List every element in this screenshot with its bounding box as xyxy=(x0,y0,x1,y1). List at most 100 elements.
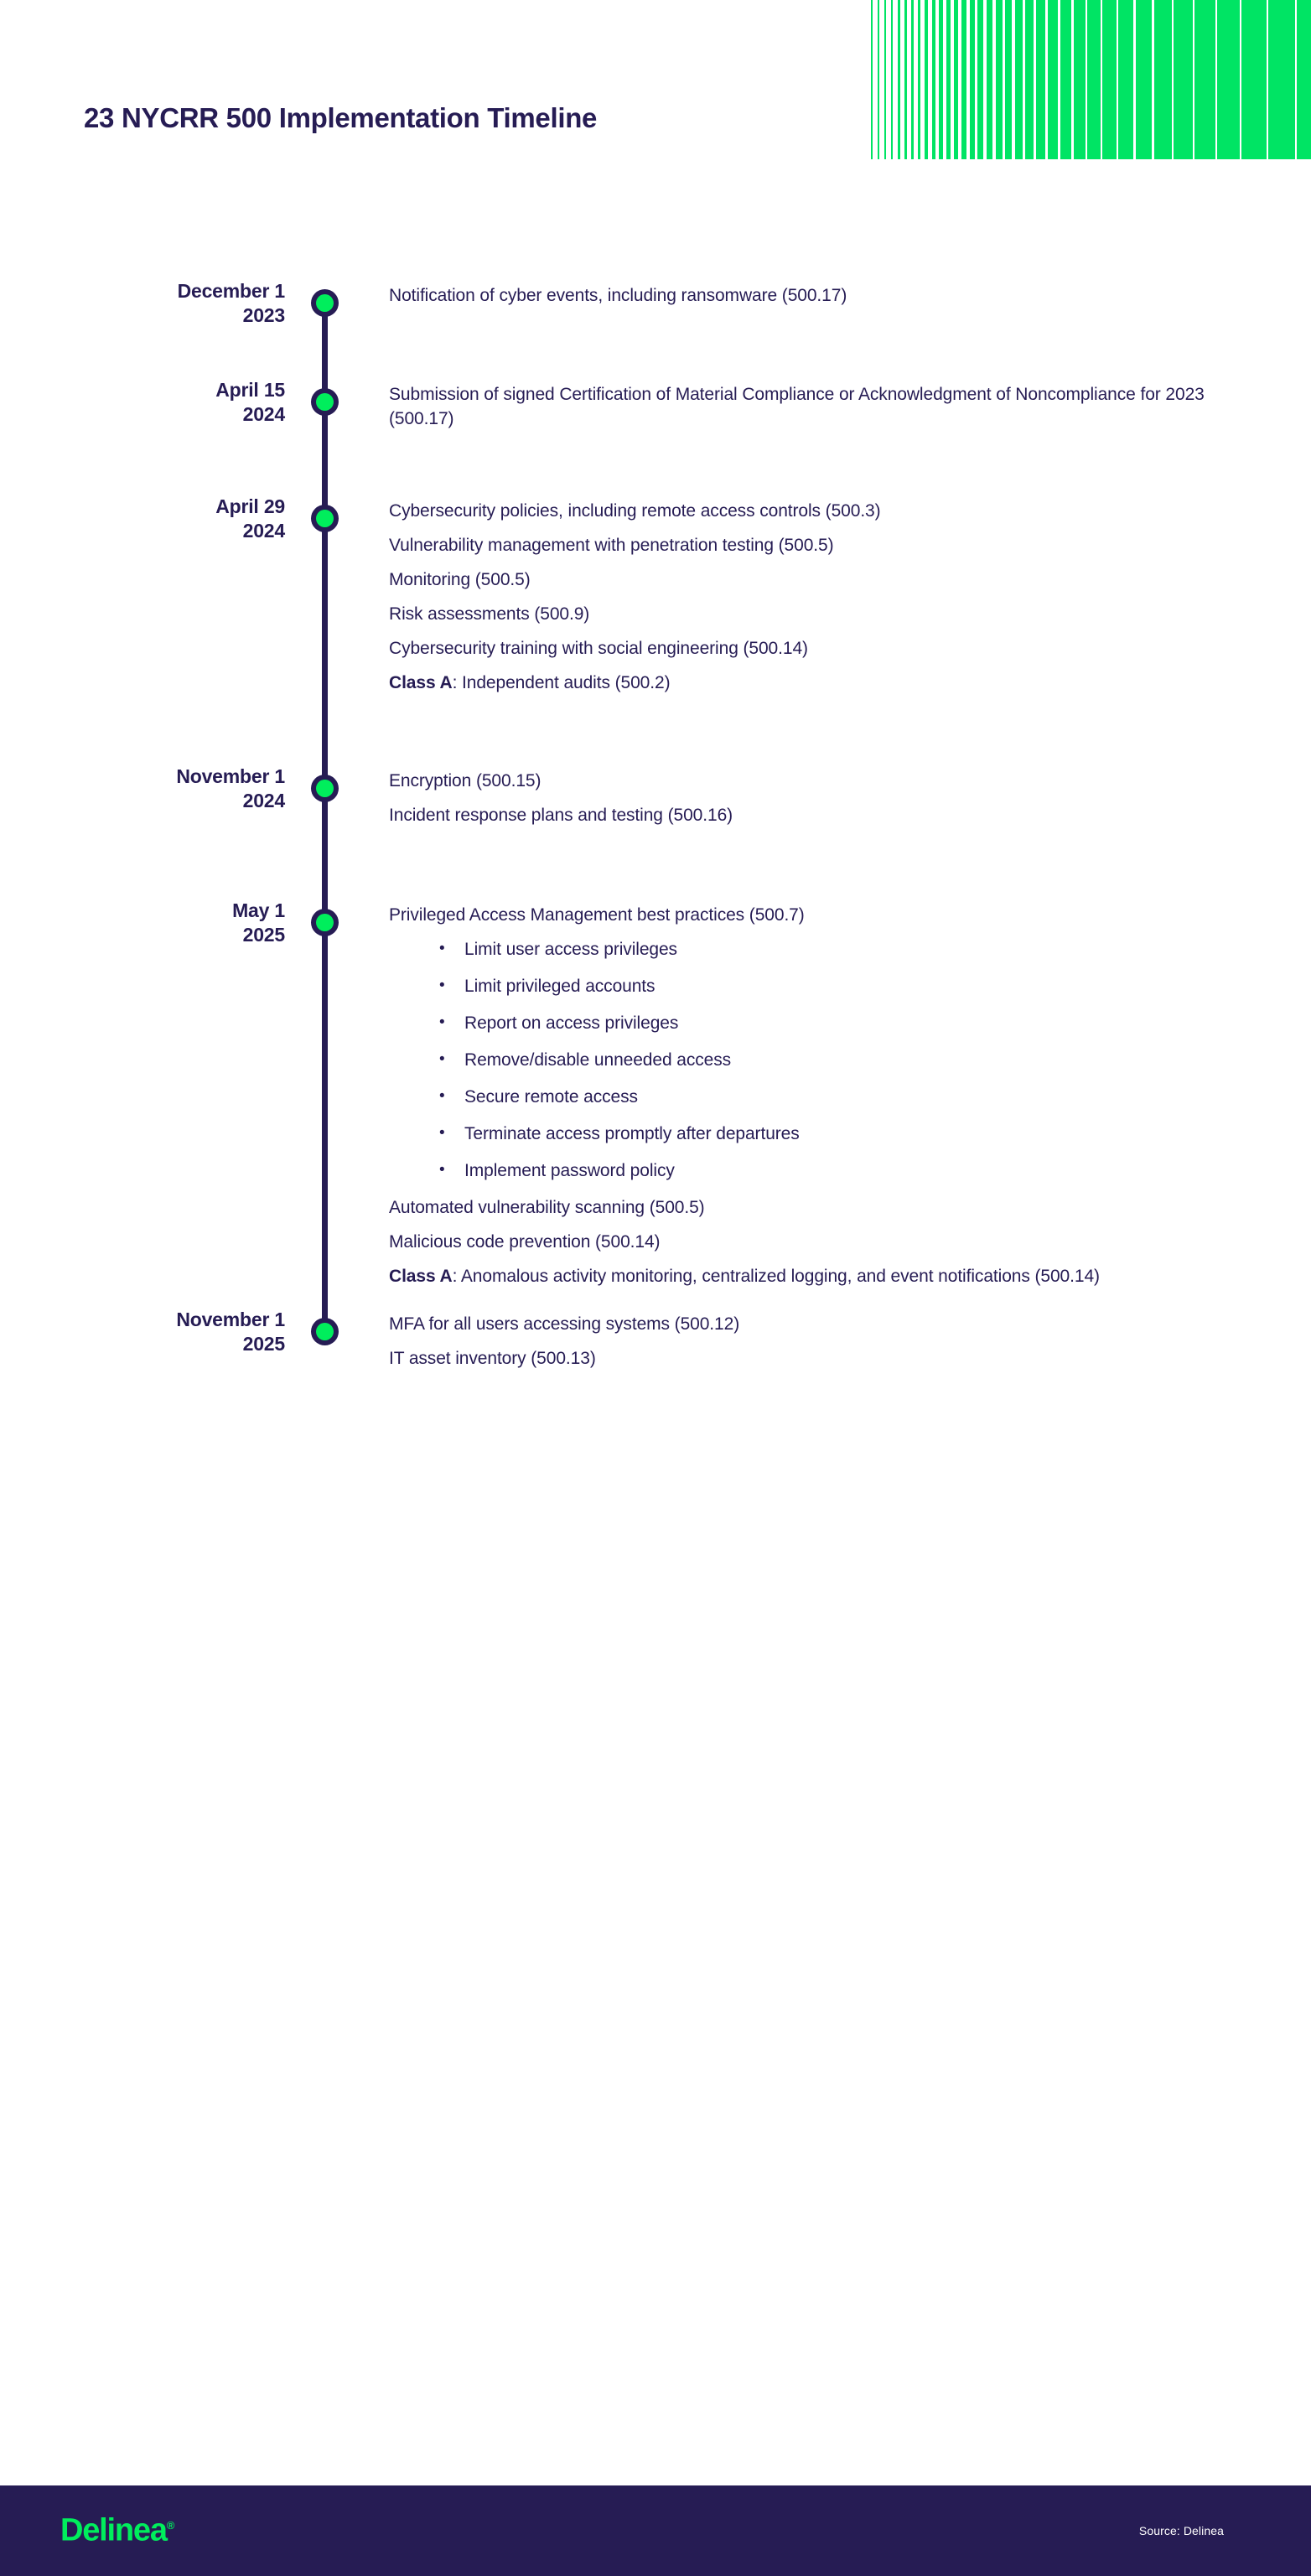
delinea-logo: Delinea® xyxy=(60,2513,174,2549)
header-stripe xyxy=(1025,0,1034,159)
header-stripe xyxy=(1194,0,1216,159)
header-stripe xyxy=(946,0,951,159)
timeline-marker-dot xyxy=(316,393,334,411)
timeline-content: Cybersecurity policies, including remote… xyxy=(389,499,1261,695)
header-stripe xyxy=(1102,0,1117,159)
requirement-text: : Anomalous activity monitoring, central… xyxy=(452,1267,1100,1286)
timeline-requirement: Automated vulnerability scanning (500.5) xyxy=(389,1198,705,1217)
timeline-date-line2: 2024 xyxy=(242,790,286,811)
header-stripe xyxy=(871,0,873,159)
timeline-content: Submission of signed Certification of Ma… xyxy=(389,382,1261,431)
header-stripe xyxy=(925,0,928,159)
timeline-marker-icon xyxy=(311,289,339,317)
timeline-requirement: Incident response plans and testing (500… xyxy=(389,806,733,825)
list-item: Remove/disable unneeded access xyxy=(389,1047,1261,1072)
header-stripe xyxy=(1135,0,1153,159)
page-header: 23 NYCRR 500 Implementation Timeline xyxy=(0,0,1311,159)
header-stripe xyxy=(953,0,959,159)
header-stripe xyxy=(1217,0,1241,159)
timeline-date-line2: 2025 xyxy=(242,1333,286,1355)
timeline-marker-icon xyxy=(311,909,339,936)
header-stripe xyxy=(1014,0,1023,159)
list-item: Limit privileged accounts xyxy=(389,973,1261,998)
timeline-date-line2: 2023 xyxy=(242,304,286,326)
header-stripe xyxy=(890,0,894,159)
timeline-date-line1: November 1 xyxy=(176,765,285,787)
header-stripe-decoration xyxy=(871,0,1311,159)
timeline-marker-icon xyxy=(311,775,339,802)
timeline-requirement: Notification of cyber events, including … xyxy=(389,286,847,305)
list-item: Terminate access promptly after departur… xyxy=(389,1121,1261,1146)
header-stripe xyxy=(1073,0,1086,159)
timeline-date: November 1 2025 xyxy=(0,1308,285,1356)
timeline-requirement: Vulnerability management with penetratio… xyxy=(389,536,834,555)
timeline-content: Encryption (500.15) Incident response pla… xyxy=(389,769,1261,827)
header-stripe xyxy=(1087,0,1101,159)
header-stripe xyxy=(1060,0,1072,159)
timeline-requirement: Submission of signed Certification of Ma… xyxy=(389,385,1205,428)
timeline-requirement: Cybersecurity training with social engin… xyxy=(389,639,808,658)
timeline-requirement: Malicious code prevention (500.14) xyxy=(389,1232,661,1252)
requirement-text: : Independent audits (500.2) xyxy=(452,673,671,692)
timeline-spine xyxy=(322,303,328,1332)
timeline-marker-icon xyxy=(311,388,339,416)
timeline-requirement: Cybersecurity policies, including remote… xyxy=(389,501,881,521)
requirement-class-label: Class A xyxy=(389,1267,453,1286)
timeline-date: April 29 2024 xyxy=(0,495,285,543)
timeline-date-line1: April 15 xyxy=(215,379,285,401)
source-credit: Source: Delinea xyxy=(1138,2524,1224,2537)
timeline-requirement: Risk assessments (500.9) xyxy=(389,604,590,624)
header-stripe xyxy=(961,0,966,159)
header-stripe xyxy=(977,0,984,159)
timeline-marker-icon xyxy=(311,505,339,532)
timeline-date-line1: May 1 xyxy=(232,899,285,921)
timeline-marker-dot xyxy=(316,1323,334,1340)
timeline-content: MFA for all users accessing systems (500… xyxy=(389,1312,1261,1371)
timeline-date-line2: 2025 xyxy=(242,924,286,946)
timeline-marker-dot xyxy=(316,510,334,527)
header-stripe xyxy=(995,0,1003,159)
list-item: Implement password policy xyxy=(389,1158,1261,1183)
header-stripe xyxy=(910,0,915,159)
page-footer: Delinea® Source: Delinea xyxy=(0,2485,1311,2576)
timeline-content: Privileged Access Management best practi… xyxy=(389,903,1261,1288)
list-item: Report on access privileges xyxy=(389,1010,1261,1035)
timeline-bullet-list: Limit user access privilegesLimit privil… xyxy=(389,936,1261,1183)
timeline-requirement: MFA for all users accessing systems (500… xyxy=(389,1314,740,1334)
header-stripe xyxy=(1048,0,1059,159)
header-stripe xyxy=(1036,0,1046,159)
timeline-date-line2: 2024 xyxy=(242,520,286,542)
timeline-date-line2: 2024 xyxy=(242,403,286,425)
timeline-date: November 1 2024 xyxy=(0,765,285,813)
header-stripe xyxy=(1004,0,1013,159)
page-title: 23 NYCRR 500 Implementation Timeline xyxy=(84,102,598,133)
registered-trademark-icon: ® xyxy=(166,2518,175,2532)
header-stripe xyxy=(1173,0,1194,159)
header-stripe xyxy=(1267,0,1295,159)
header-stripe xyxy=(1153,0,1172,159)
timeline-requirement: Privileged Access Management best practi… xyxy=(389,905,805,925)
header-stripe xyxy=(897,0,900,159)
header-stripe xyxy=(939,0,943,159)
header-stripe xyxy=(1296,0,1311,159)
timeline-date-line1: November 1 xyxy=(176,1309,285,1330)
requirement-class-label: Class A xyxy=(389,673,453,692)
header-stripe xyxy=(878,0,880,159)
timeline-requirement: Monitoring (500.5) xyxy=(389,570,531,589)
header-stripe xyxy=(931,0,935,159)
timeline-marker-dot xyxy=(316,780,334,797)
timeline-requirement: Class A: Independent audits (500.2) xyxy=(389,671,1261,695)
timeline-date-line1: April 29 xyxy=(215,495,285,517)
header-stripe xyxy=(904,0,907,159)
header-stripe xyxy=(884,0,887,159)
header-stripe xyxy=(1241,0,1267,159)
timeline-marker-dot xyxy=(316,914,334,931)
header-stripe xyxy=(917,0,921,159)
timeline-marker-icon xyxy=(311,1318,339,1345)
header-stripe xyxy=(969,0,975,159)
timeline-requirement: Class A: Anomalous activity monitoring, … xyxy=(389,1264,1261,1288)
timeline-requirement: Encryption (500.15) xyxy=(389,771,542,790)
